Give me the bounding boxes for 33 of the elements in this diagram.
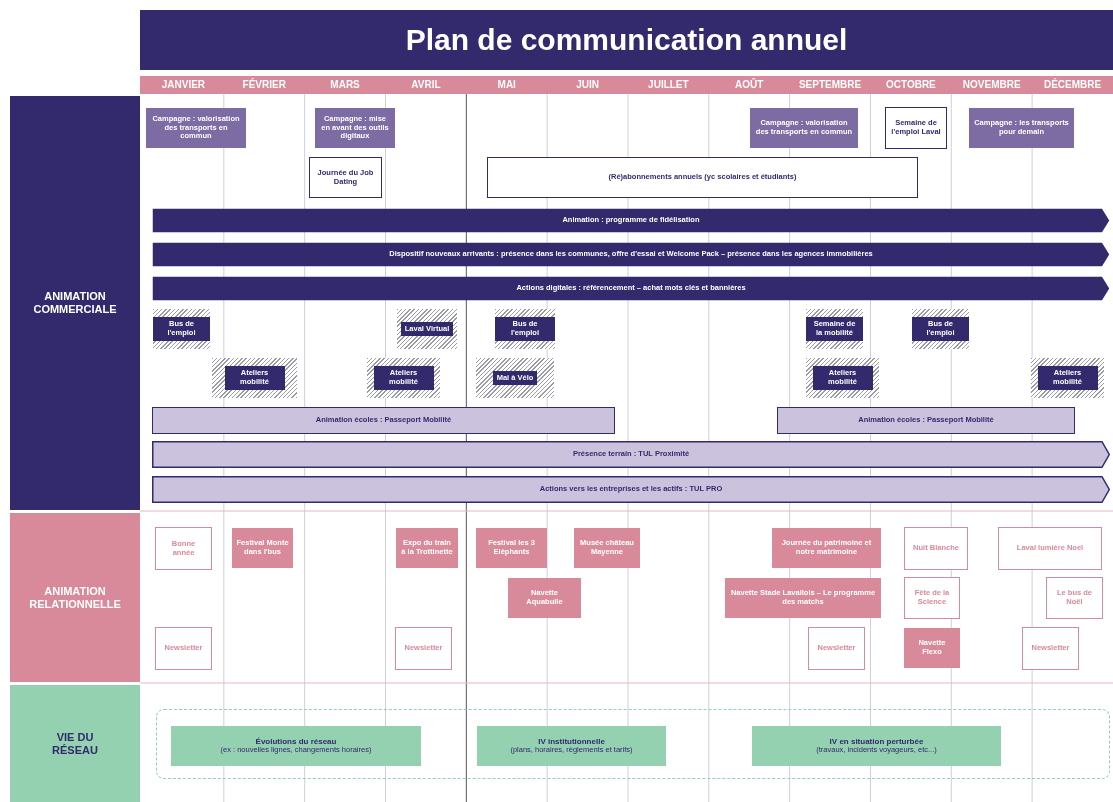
month-label: JUIN xyxy=(575,79,600,90)
box-heading: Évolutions du réseau xyxy=(255,737,337,747)
info-box xyxy=(171,726,421,766)
box-heading: IV en situation perturbée xyxy=(829,737,924,747)
hatched-area xyxy=(153,309,210,349)
month-label: MAI xyxy=(496,79,517,90)
section-band: VIE DU RÉSEAU xyxy=(10,685,140,802)
month-label: MARS xyxy=(329,79,361,90)
title: Plan de communication annuel xyxy=(405,22,848,58)
dashed-frame xyxy=(156,709,1110,779)
hatched-area xyxy=(806,309,863,349)
info-box xyxy=(752,726,1001,766)
hatched-area xyxy=(212,358,297,398)
month-label: JUILLET xyxy=(647,79,690,90)
section-band: ANIMATION COMMERCIALE xyxy=(10,96,140,510)
hatched-area xyxy=(367,358,440,398)
month-label: NOVEMBRE xyxy=(961,79,1022,90)
month-label: AVRIL xyxy=(410,79,442,90)
month-label: OCTOBRE xyxy=(884,79,937,90)
hatched-area xyxy=(397,309,457,349)
hatched-area xyxy=(495,309,555,349)
month-label: JANVIER xyxy=(160,79,207,90)
hatched-area xyxy=(912,309,969,349)
month-label: SEPTEMBRE xyxy=(797,79,863,90)
month-label: FÉVRIER xyxy=(241,79,287,90)
hatched-area xyxy=(806,358,879,398)
month-label: DÉCEMBRE xyxy=(1042,79,1103,90)
hatched-area xyxy=(1031,358,1104,398)
month-label: AOÛT xyxy=(734,79,765,90)
section-band: ANIMATION RELATIONNELLE xyxy=(10,513,140,682)
box-heading: IV institutionnelle xyxy=(538,737,605,747)
hatched-area xyxy=(476,358,554,398)
info-box xyxy=(477,726,666,766)
